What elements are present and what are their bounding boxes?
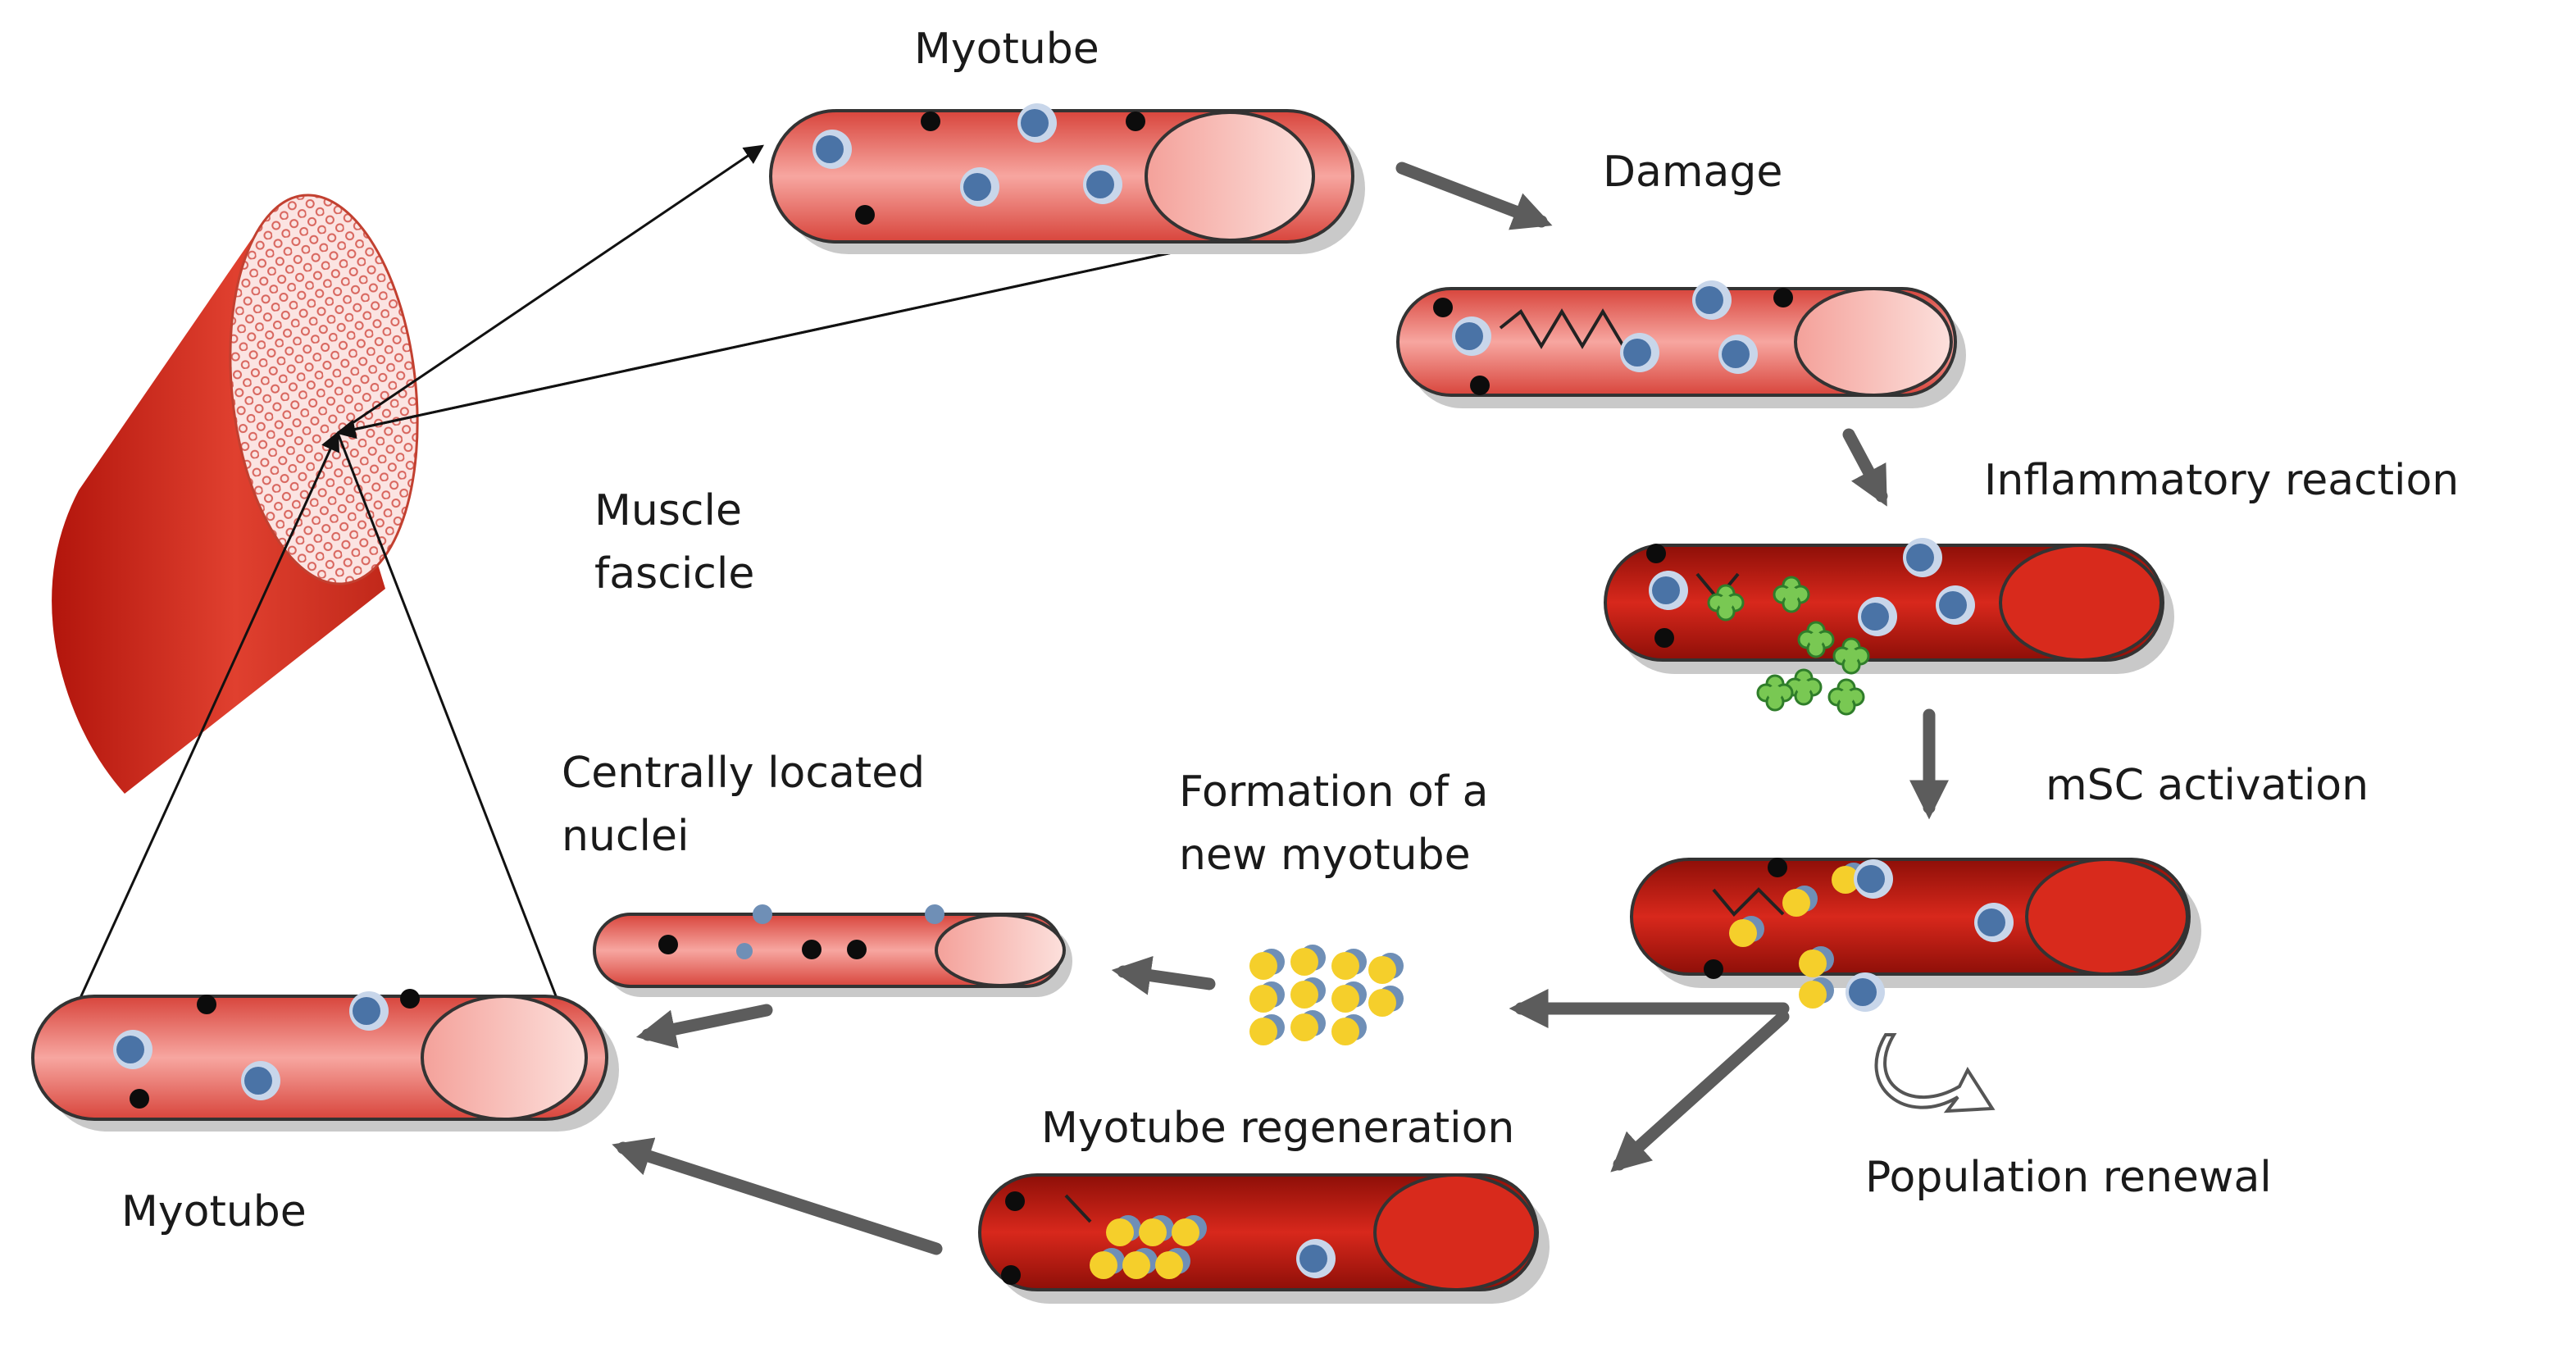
myotube-damaged	[1396, 280, 1966, 408]
label-muscle-fascicle-line1: Muscle	[594, 486, 742, 535]
fascicle-pointer-lines	[41, 144, 1273, 1082]
label-centrally-located-nuclei: Centrally located nuclei	[562, 742, 925, 868]
process-arrows	[612, 162, 1950, 1255]
label-formation-line2: new myotube	[1179, 830, 1471, 880]
label-inflammatory-reaction: Inflammatory reaction	[1984, 456, 2460, 505]
myotube-top	[769, 103, 1365, 254]
muscle-fascicle-cylinder	[52, 194, 419, 794]
myotube-msc-activation	[1630, 858, 2201, 1012]
myotube-bottom-left	[31, 989, 619, 1132]
label-population-renewal: Population renewal	[1865, 1153, 2272, 1202]
myotube-inflammatory	[1604, 538, 2174, 716]
label-muscle-fascicle-line2: fascicle	[594, 549, 755, 599]
myotube-regeneration	[978, 1173, 1550, 1304]
self-renewal-arrow	[1874, 1033, 1996, 1113]
label-myotube-bottom: Myotube	[121, 1187, 307, 1236]
new-myotube-cluster	[1249, 945, 1404, 1045]
label-damage: Damage	[1603, 148, 1783, 197]
myotube-central-nuclei	[593, 904, 1072, 997]
label-central-line1: Centrally located	[562, 749, 926, 798]
label-central-line2: nuclei	[562, 811, 690, 861]
label-formation-line1: Formation of a	[1179, 767, 1489, 817]
label-myotube-regeneration: Myotube regeneration	[1041, 1104, 1515, 1153]
label-myotube-top: Myotube	[914, 25, 1099, 74]
label-msc-activation: mSC activation	[2046, 761, 2369, 810]
label-muscle-fascicle: Muscle fascicle	[594, 480, 754, 606]
label-formation-new-myotube: Formation of a new myotube	[1179, 761, 1489, 887]
